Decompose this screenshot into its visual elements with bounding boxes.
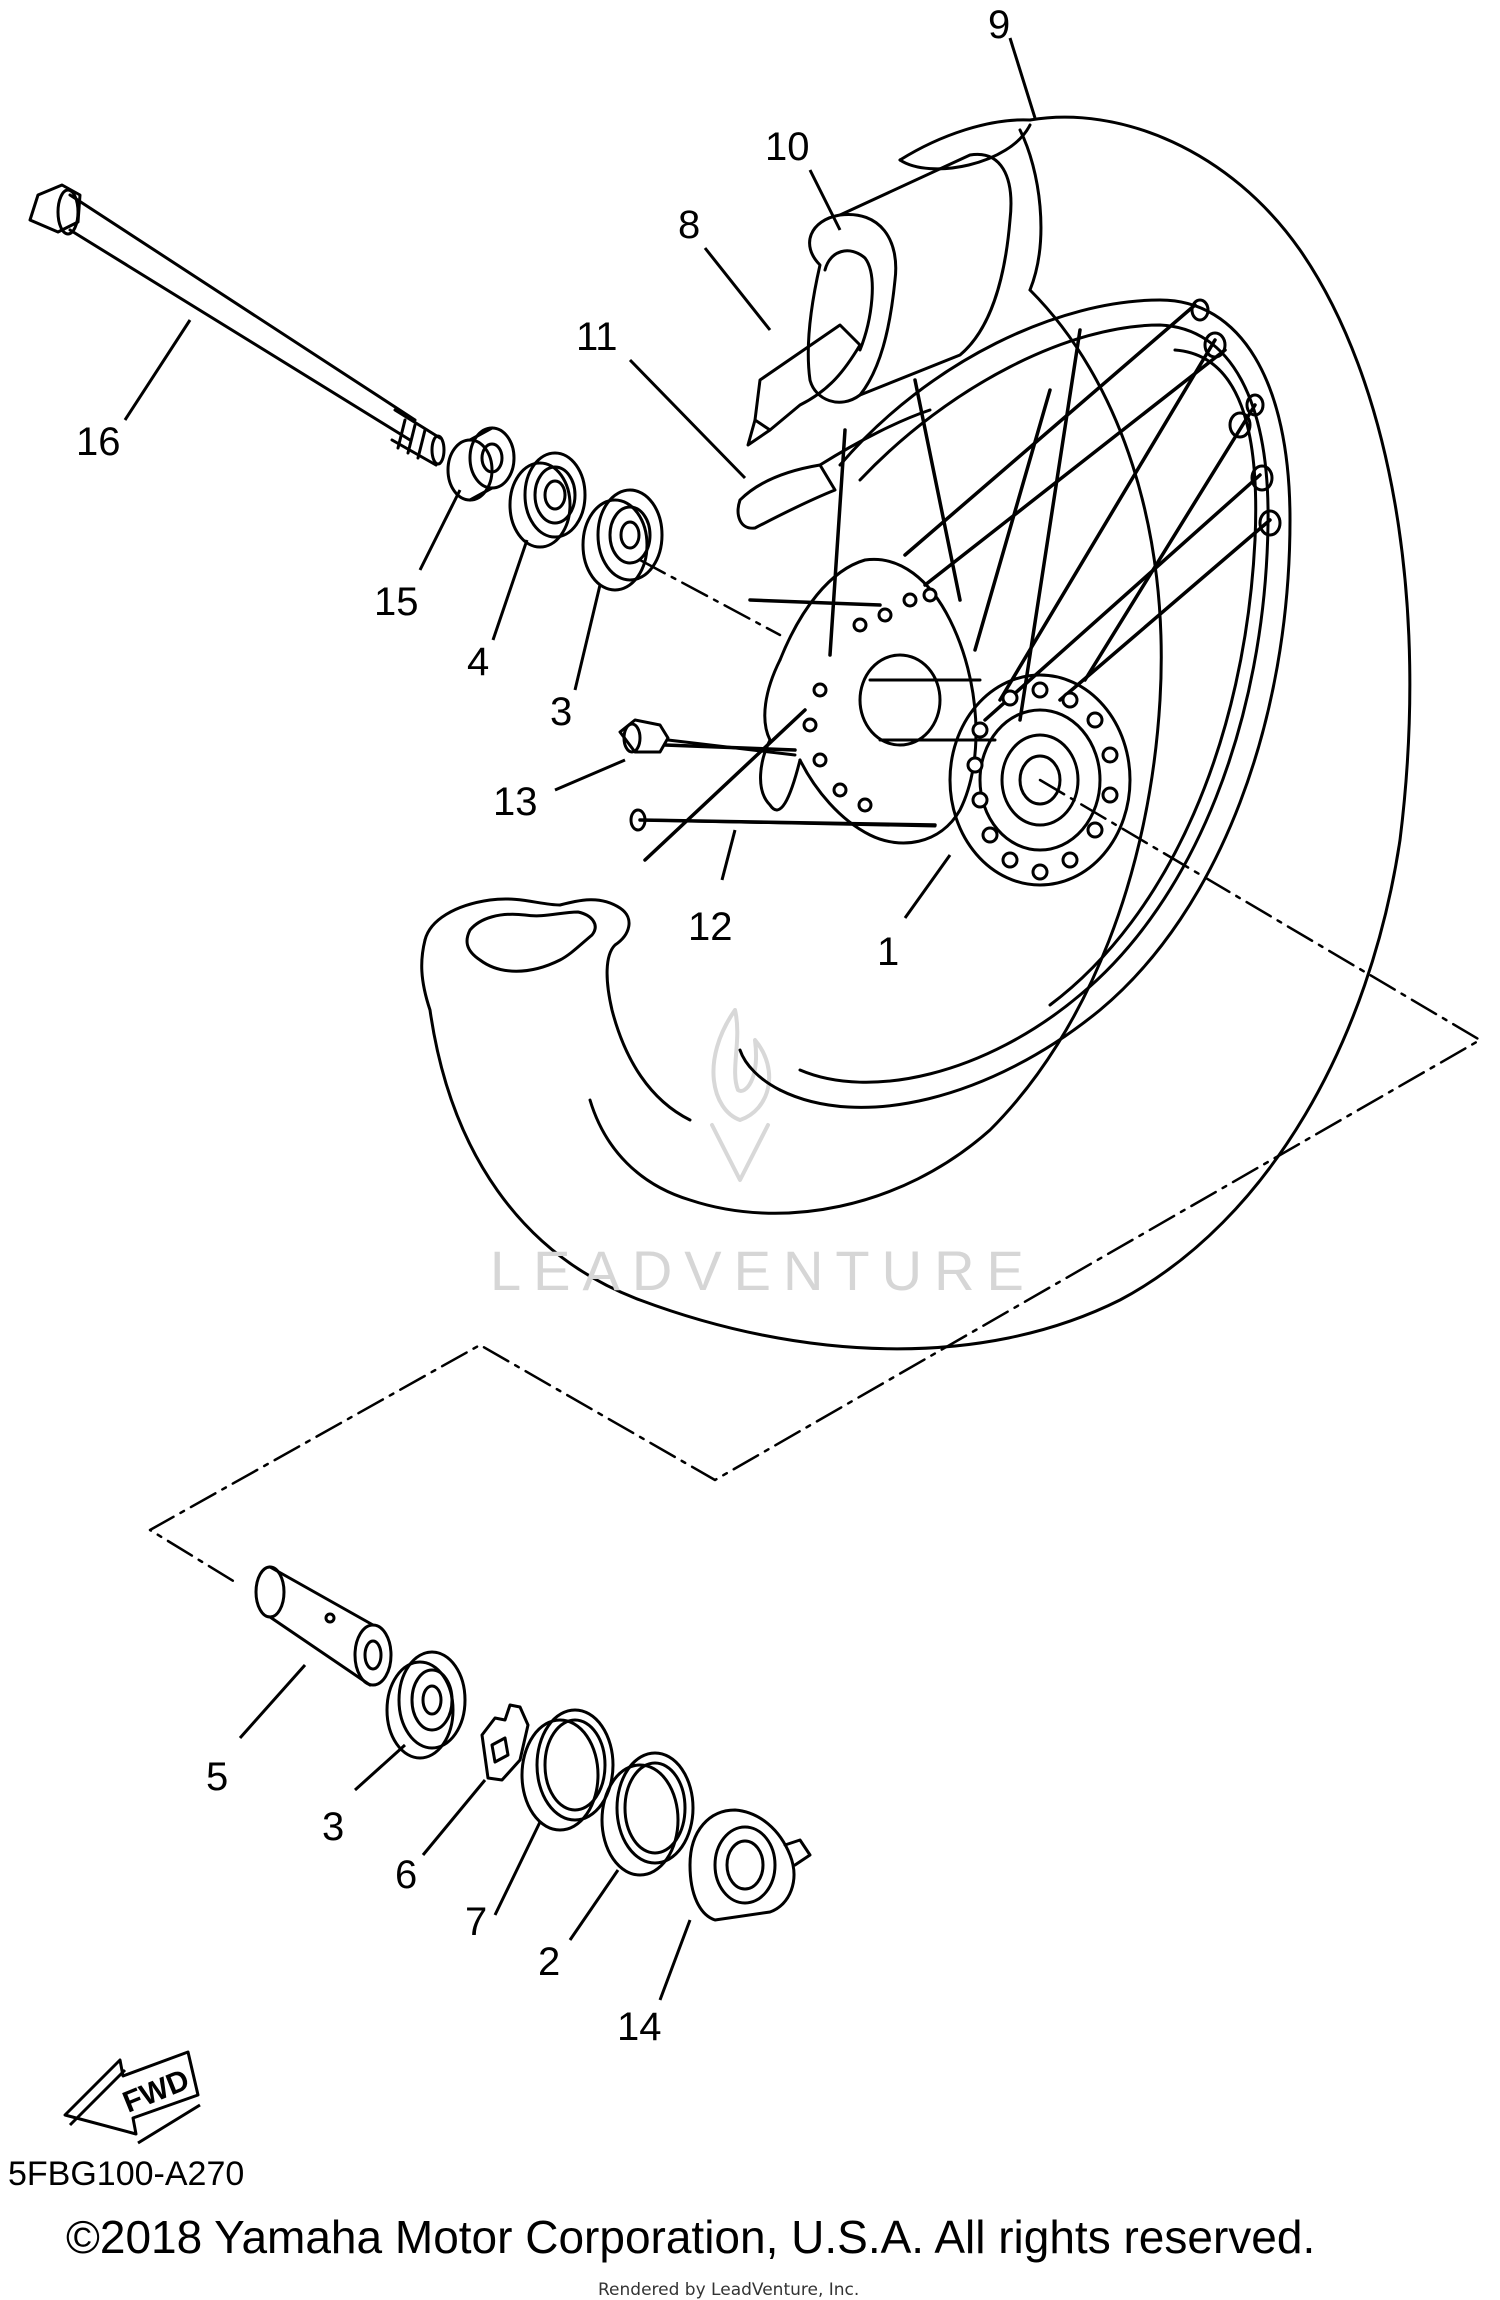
rim [738, 298, 1292, 1109]
collar-part-15 [446, 426, 516, 502]
callout-3a: 3 [550, 690, 572, 734]
callout-8: 8 [678, 203, 700, 247]
rendered-by-credit: Rendered by LeadVenture, Inc. [598, 2280, 860, 2300]
callout-1: 1 [877, 930, 899, 974]
callout-15: 15 [374, 580, 419, 624]
leader-lines [123, 37, 1037, 2001]
axle-part-16 [28, 183, 446, 467]
spokes-part-12 [638, 303, 1272, 862]
watermark-flame-icon [710, 1008, 772, 1182]
oil-seal-part-7 [520, 1708, 615, 1832]
copyright-notice: ©2018 Yamaha Motor Corporation, U.S.A. A… [66, 2211, 1316, 2263]
collar-part-5 [254, 1565, 393, 1687]
fwd-arrow-icon [63, 2050, 201, 2145]
oil-seal-part-2 [600, 1751, 695, 1877]
callout-7: 7 [465, 1900, 487, 1944]
watermark-text: LEADVENTURE [490, 1239, 1036, 1302]
callout-4: 4 [467, 640, 489, 684]
callout-3b: 3 [322, 1805, 344, 1849]
bearing-part-4 [508, 451, 587, 549]
hub-part-1 [759, 557, 1132, 887]
diagram-code: 5FBG100-A270 [8, 2155, 244, 2193]
drive-part-6 [480, 1703, 530, 1782]
spoke-nipples [1190, 298, 1282, 537]
bolt-part-13 [618, 718, 937, 832]
callout-9: 9 [988, 3, 1010, 47]
callout-labels: 9 10 8 11 16 15 4 3 13 12 1 5 3 6 7 2 14 [76, 3, 1010, 2049]
assembly-centerlines [148, 558, 1482, 1584]
rim-band-part-8 [746, 323, 862, 447]
callout-12: 12 [688, 905, 733, 949]
callout-2: 2 [538, 1940, 560, 1984]
callout-13: 13 [493, 780, 538, 824]
callout-16: 16 [76, 420, 121, 464]
callout-11: 11 [576, 315, 618, 359]
bearing-part-3-upper [581, 488, 664, 592]
rim-band-part-11 [736, 408, 932, 530]
callout-14: 14 [617, 2005, 662, 2049]
bearing-part-3-lower [385, 1650, 467, 1760]
callout-6: 6 [395, 1853, 417, 1897]
tire [420, 115, 1412, 1351]
tube-part-10 [806, 152, 1013, 404]
meter-gear-part-14 [688, 1808, 812, 1922]
callout-10: 10 [765, 125, 810, 169]
callout-5: 5 [206, 1755, 228, 1799]
